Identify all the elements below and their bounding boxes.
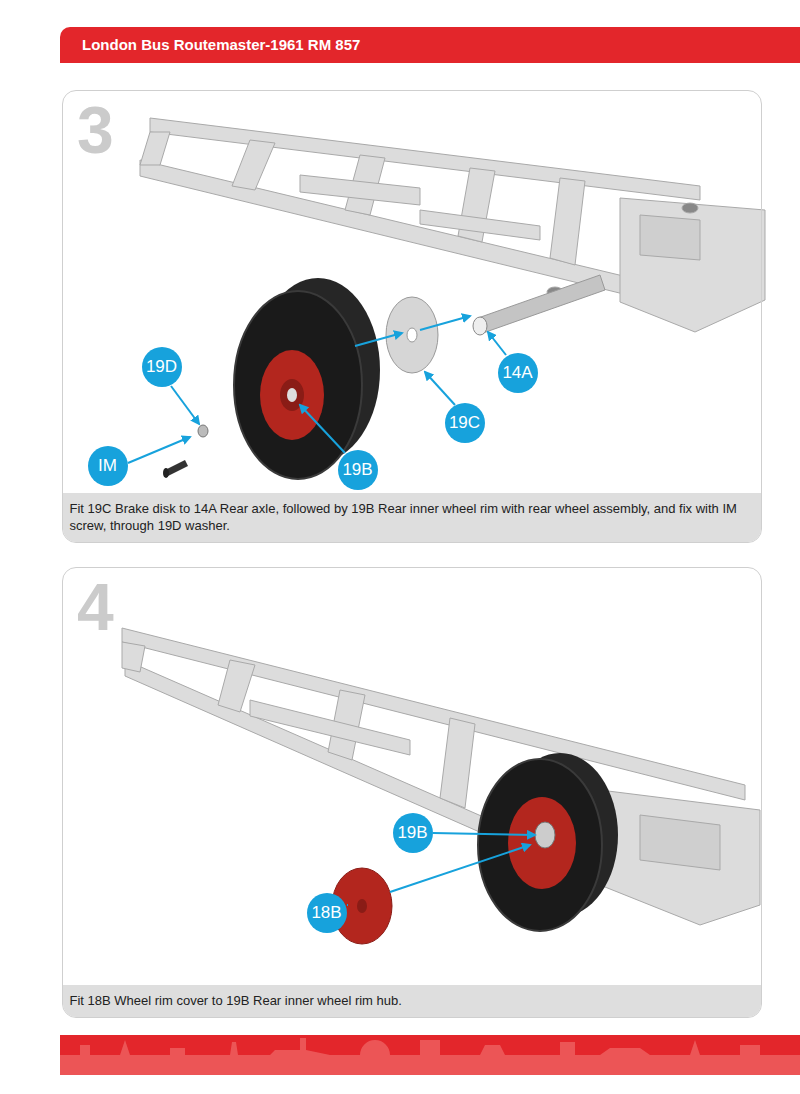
leader-lines: [347, 833, 535, 905]
footer-skyline: [60, 1035, 800, 1075]
step-number: 3: [77, 93, 114, 167]
callout-number: IM: [88, 446, 128, 486]
callout-number: 19D: [142, 347, 182, 387]
callout-label: 14A: [502, 363, 532, 383]
callout-label: 19C: [449, 413, 480, 433]
rear-axle: [473, 275, 605, 335]
callout-number: 18B: [307, 893, 347, 933]
callout-label: 19B: [342, 460, 372, 480]
callout-label: 19B: [397, 823, 427, 843]
callout-label: IM: [98, 456, 117, 476]
step-panel: 4 19B 18B Fit 18B Wheel rim cover to 19B Re…: [62, 567, 762, 1018]
callout-label: 19D: [146, 357, 177, 377]
instruction-caption: Fit 18B Wheel rim cover to 19B Rear inne…: [62, 985, 762, 1018]
callout-number: 14A: [498, 353, 538, 393]
rear-wheel: [478, 753, 618, 931]
instruction-caption: Fit 19C Brake disk to 14A Rear axle, fol…: [62, 493, 762, 543]
step-number: 4: [77, 570, 114, 644]
caption-text: Fit 18B Wheel rim cover to 19B Rear inne…: [70, 992, 754, 1009]
step-panel: 3 19D 14A 19C IM 19B Fit 19C Brake disk to 14A…: [62, 90, 762, 543]
chassis-frame: [122, 628, 760, 925]
callout-number: 19B: [393, 813, 433, 853]
caption-text: Fit 19C Brake disk to 14A Rear axle, fol…: [70, 500, 754, 534]
leader-lines: [128, 316, 506, 463]
header-bar: London Bus Routemaster-1961 RM 857: [60, 27, 800, 63]
screw-and-washer: [163, 425, 208, 478]
callout-number: 19B: [338, 450, 378, 490]
callout-label: 18B: [311, 903, 341, 923]
callout-number: 19C: [445, 403, 485, 443]
page-title: London Bus Routemaster-1961 RM 857: [82, 36, 360, 53]
rear-wheel: [234, 278, 380, 479]
chassis-frame: [140, 118, 765, 332]
